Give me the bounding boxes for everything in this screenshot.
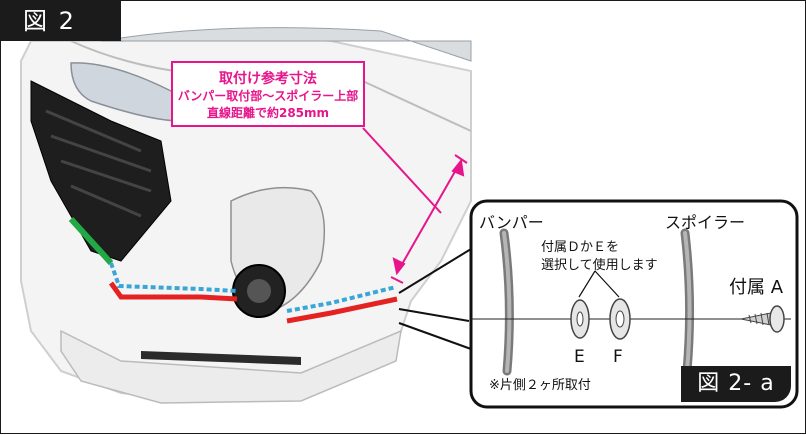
washer-choice-line1: 付属ＤかＥを — [541, 240, 620, 255]
inset-panel — [469, 199, 799, 409]
dimension-arrow — [362, 127, 468, 284]
washer-choice-note: 付属ＤかＥを 選択して使用します — [541, 239, 658, 275]
washer-choice-line2: 選択して使用します — [541, 258, 658, 273]
attachment-a-label: 付属 A — [729, 277, 784, 298]
washer-pointers — [578, 270, 620, 298]
windshield — [100, 27, 472, 62]
washer-f — [609, 298, 631, 340]
spoiler-label: スポイラー — [665, 213, 746, 232]
mounting-note: ※片側２ヶ所取付 — [489, 378, 591, 393]
washer-e-label: E — [574, 347, 585, 367]
callout-title: 取付け参考寸法 — [219, 71, 317, 87]
blue-dotted-line — [109, 262, 397, 313]
green-mark — [68, 216, 114, 266]
dimension-callout: 取付け参考寸法 バンパー取付部～スポイラー上部 直線距離で約285mm — [171, 61, 365, 127]
callout-line3: 直線距離で約285mm — [206, 106, 330, 120]
bumper-label: バンパー — [479, 213, 544, 232]
washer-e — [570, 299, 590, 339]
spoiler-slot — [141, 351, 301, 365]
lower-spoiler — [60, 329, 402, 404]
grille — [30, 80, 172, 262]
screw-a — [740, 305, 785, 333]
red-edge-line — [108, 281, 398, 324]
callout-line2: バンパー取付部～スポイラー上部 — [177, 89, 359, 103]
magnify-lines — [398, 248, 472, 350]
washer-f-label: F — [613, 347, 623, 367]
grille-slats — [45, 109, 152, 218]
sub-figure-label: 図 2- a — [681, 366, 791, 402]
figure-label: 図 2 — [1, 1, 121, 41]
